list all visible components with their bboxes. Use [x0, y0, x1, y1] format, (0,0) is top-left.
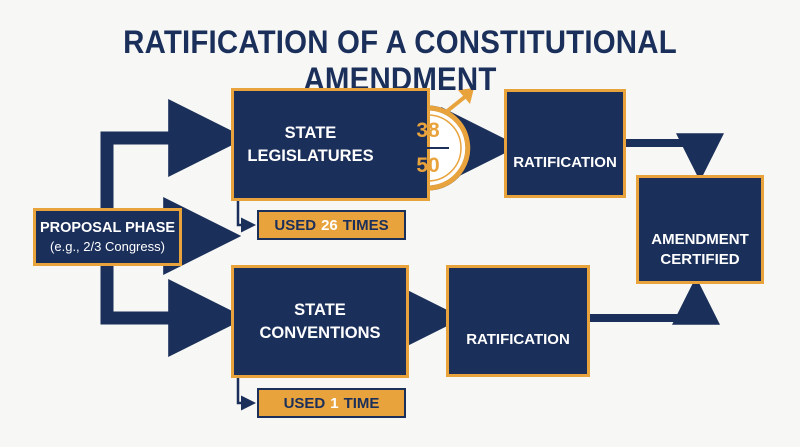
split-connector — [100, 99, 247, 357]
legislatures-label-line2: LEGISLATURES — [247, 146, 374, 165]
legislatures-usage-badge: USED 26 TIMES — [257, 210, 406, 240]
state-conventions-box: STATE CONVENTIONS — [231, 265, 409, 378]
badge-suffix: TIME — [343, 394, 380, 412]
certified-label-line1: AMENDMENT — [651, 231, 749, 248]
proposal-sublabel: (e.g., 2/3 Congress) — [50, 238, 165, 254]
conventions-usage-badge: USED 1 TIME — [257, 388, 406, 418]
badge1-connector — [236, 201, 257, 233]
legislatures-label-line1: STATE — [284, 124, 337, 143]
badge-count: 1 — [330, 394, 339, 412]
badge-prefix: USED — [283, 394, 326, 412]
ratification-label: RATIFICATION — [513, 153, 617, 171]
conventions-label: STATE CONVENTIONS — [259, 299, 380, 344]
ratification-box-conventions: RATIFICATION — [446, 265, 590, 377]
amendment-certified-box: AMENDMENT CERTIFIED — [636, 175, 764, 284]
proposal-label: PROPOSAL PHASE — [39, 219, 176, 236]
fraction-readout: 38 50 — [390, 112, 466, 184]
fraction-bar — [407, 147, 449, 149]
fraction-denominator: 50 — [416, 154, 440, 177]
upward-arrow-icon — [444, 88, 474, 114]
badge-prefix: USED — [274, 216, 317, 234]
ratification-label: RATIFICATION — [466, 331, 570, 348]
legislatures-label: STATE LEGISLATURES — [247, 122, 373, 167]
conventions-label-line2: CONVENTIONS — [259, 323, 381, 342]
badge-count: 26 — [321, 216, 338, 234]
ratification1-to-certified-arrow — [626, 133, 724, 182]
badge-suffix: TIMES — [342, 216, 389, 234]
certified-label: AMENDMENT CERTIFIED — [651, 230, 749, 269]
ratification2-to-certified-arrow — [590, 276, 720, 325]
badge2-connector — [236, 378, 257, 411]
conventions-label-line1: STATE — [294, 301, 346, 320]
state-legislatures-box: STATE LEGISLATURES — [231, 88, 430, 201]
ratification-box-legislatures: RATIFICATION — [504, 89, 626, 198]
certified-label-line2: CERTIFIED — [660, 250, 740, 268]
page-title: RATIFICATION OF A CONSTITUTIONAL AMENDME… — [123, 24, 677, 97]
proposal-phase-box: PROPOSAL PHASE (e.g., 2/3 Congress) — [33, 208, 182, 266]
fraction-numerator: 38 — [416, 119, 440, 142]
